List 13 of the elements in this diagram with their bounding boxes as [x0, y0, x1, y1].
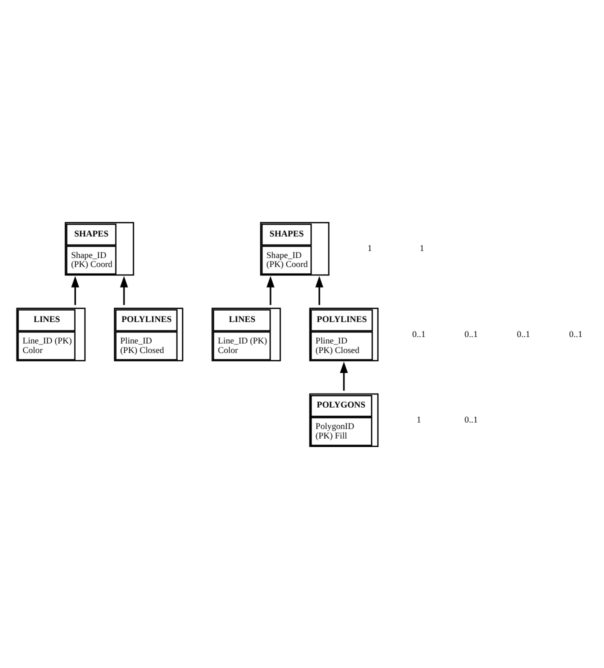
arrow [120, 275, 128, 305]
arrow [71, 275, 80, 305]
arrow [266, 275, 274, 305]
label: 0..1 [569, 328, 582, 338]
label: 1 [416, 414, 422, 424]
label: 1 [368, 242, 372, 253]
label: 0..1 [464, 328, 478, 338]
arrow [340, 361, 348, 390]
label: 0..1 [516, 328, 530, 338]
arrow [315, 275, 324, 305]
label: 0..1 [464, 414, 478, 424]
label: 1 [420, 242, 424, 253]
label: 0..1 [412, 328, 426, 338]
